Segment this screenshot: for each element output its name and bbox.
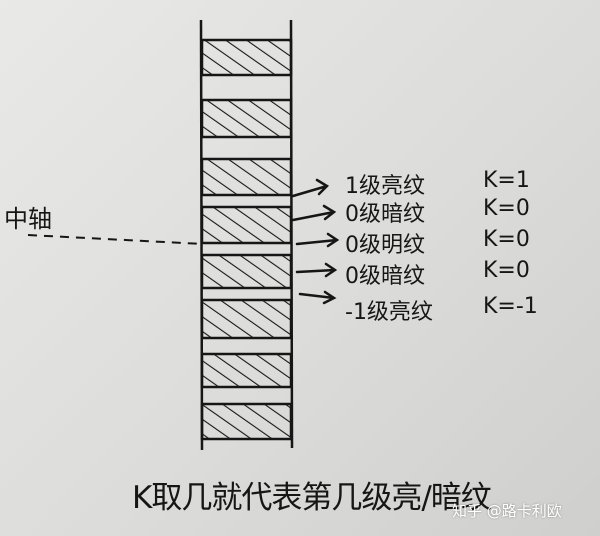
arrow-icon [291,178,330,198]
arrow-icon [295,262,338,278]
fringe-row: 0级暗纹 K=0 [300,258,560,289]
central-axis-dashed-line [27,234,204,245]
fringe-order-label: 1级亮纹 [345,174,425,199]
slit [200,157,293,197]
fringe-order-label: 0级明纹 [345,233,425,258]
fringe-k-label: K=0 [483,227,530,252]
fringe-row: 1级亮纹 K=1 [300,168,560,199]
fringe-k-label: K=-1 [483,294,538,319]
slit [200,298,293,340]
fringe-order-label: -1级亮纹 [345,300,433,325]
watermark: 知乎 @路卡利欧 [452,502,562,520]
hatched-slits [200,38,293,441]
arrow-icon [298,290,337,305]
fringe-order-label: 0级暗纹 [345,202,425,227]
fringe-k-label: K=0 [483,258,530,283]
fringe-k-label: K=1 [483,168,530,193]
slit [200,352,293,389]
arrow-icon [291,204,337,222]
slit [200,205,293,245]
slit [200,98,293,139]
slit [200,402,293,441]
fringe-arrows [291,178,340,305]
fringe-row: 0级明纹 K=0 [300,227,560,258]
fringe-k-label: K=0 [483,196,530,221]
caption: K取几就代表第几级亮/暗纹 [132,480,492,516]
slit [200,253,293,290]
arrow-icon [295,232,340,248]
fringe-order-label: 0级暗纹 [345,264,425,289]
slit [200,38,293,77]
fringe-row: -1级亮纹 K=-1 [300,294,560,325]
central-axis-label: 中轴 [4,205,52,233]
fringe-row: 0级暗纹 K=0 [300,196,560,227]
